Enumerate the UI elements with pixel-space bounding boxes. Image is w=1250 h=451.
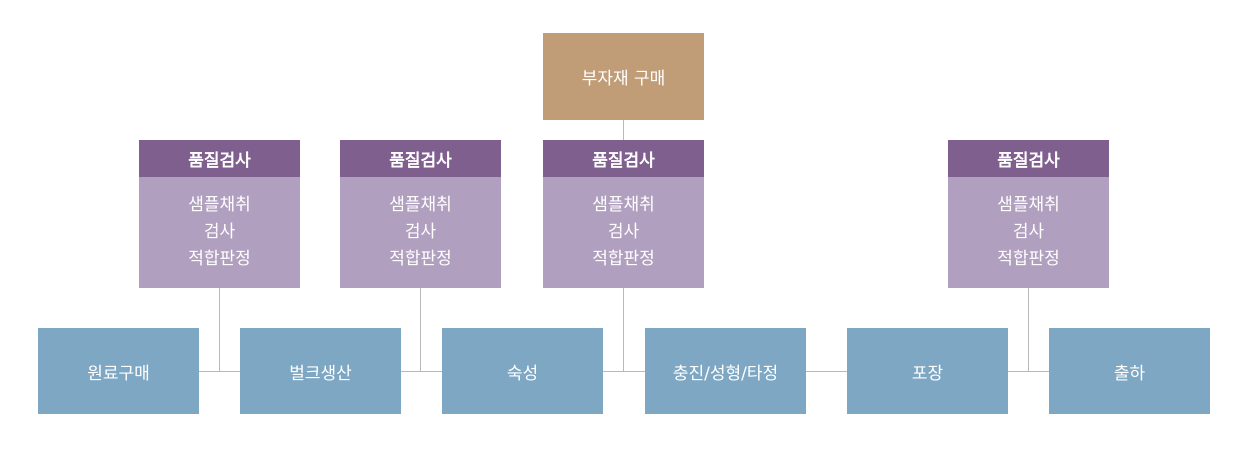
qc-step-sampling: 샘플채취 xyxy=(592,195,655,215)
step-label: 충진/성형/타정 xyxy=(672,363,779,384)
qc-step-inspection: 검사 xyxy=(404,222,437,242)
step-raw-material-purchase: 원료구매 xyxy=(38,328,199,414)
qc-step-judgement: 적합판정 xyxy=(997,249,1060,269)
qc-step-judgement: 적합판정 xyxy=(188,249,251,269)
step-aging: 숙성 xyxy=(442,328,603,414)
step-shipping: 출하 xyxy=(1049,328,1210,414)
qc-step-inspection: 검사 xyxy=(203,222,236,242)
qc-step-judgement: 적합판정 xyxy=(389,249,452,269)
quality-check-body: 샘플채취 검사 적합판정 xyxy=(139,177,300,288)
main-flow-line xyxy=(199,371,1049,372)
quality-check-body: 샘플채취 검사 적합판정 xyxy=(948,177,1109,288)
qc-step-sampling: 샘플채취 xyxy=(389,195,452,215)
step-packaging: 포장 xyxy=(847,328,1008,414)
step-label: 원료구매 xyxy=(87,363,150,384)
quality-check-title: 품질검사 xyxy=(948,140,1109,177)
quality-check-title: 품질검사 xyxy=(340,140,501,177)
qc3-connector xyxy=(623,288,624,372)
quality-check-box: 품질검사 샘플채취 검사 적합판정 xyxy=(340,140,501,288)
purchase-connector xyxy=(623,120,624,140)
qc-step-inspection: 검사 xyxy=(1012,222,1045,242)
qc-step-judgement: 적합판정 xyxy=(592,249,655,269)
step-label: 벌크생산 xyxy=(289,363,352,384)
qc-step-sampling: 샘플채취 xyxy=(997,195,1060,215)
step-label: 포장 xyxy=(911,363,944,384)
step-label: 숙성 xyxy=(506,363,539,384)
qc-step-sampling: 샘플채취 xyxy=(188,195,251,215)
quality-check-body: 샘플채취 검사 적합판정 xyxy=(543,177,704,288)
qc1-connector xyxy=(219,288,220,372)
quality-check-box: 품질검사 샘플채취 검사 적합판정 xyxy=(948,140,1109,288)
step-label: 출하 xyxy=(1113,363,1146,384)
quality-check-title: 품질검사 xyxy=(543,140,704,177)
quality-check-box: 품질검사 샘플채취 검사 적합판정 xyxy=(543,140,704,288)
quality-check-box: 품질검사 샘플채취 검사 적합판정 xyxy=(139,140,300,288)
qc-step-inspection: 검사 xyxy=(607,222,640,242)
purchase-label: 부자재 구매 xyxy=(581,69,666,89)
purchase-box: 부자재 구매 xyxy=(543,33,704,120)
step-filling-molding-tableting: 충진/성형/타정 xyxy=(645,328,806,414)
quality-check-title: 품질검사 xyxy=(139,140,300,177)
qc2-connector xyxy=(420,288,421,372)
step-bulk-production: 벌크생산 xyxy=(240,328,401,414)
qc4-connector xyxy=(1028,288,1029,372)
quality-check-body: 샘플채취 검사 적합판정 xyxy=(340,177,501,288)
